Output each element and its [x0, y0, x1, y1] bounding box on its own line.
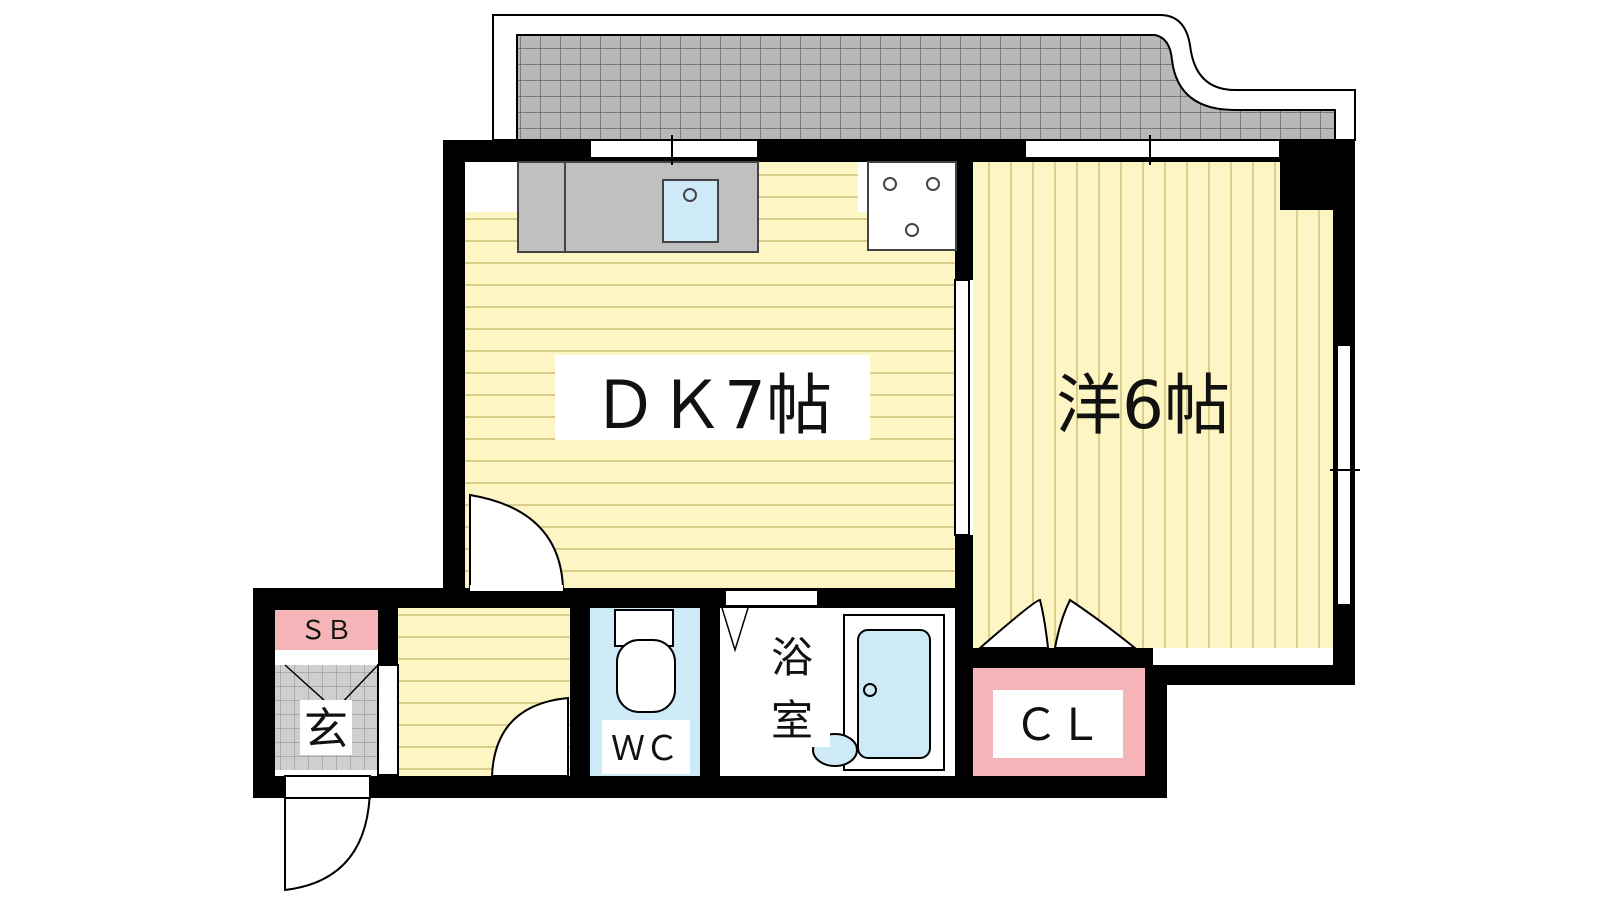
- wc-room: [590, 608, 700, 776]
- western-window-side: [1336, 344, 1352, 606]
- dk-label: ＤＫ7帖: [592, 367, 832, 444]
- shoe-box-label: ＳＢ: [300, 616, 352, 646]
- hallway: [398, 493, 570, 777]
- balcony: [492, 14, 1356, 141]
- dk-window: [589, 139, 759, 159]
- dk-sliding-door: [954, 279, 970, 536]
- closet-label: ＣＬ: [1014, 700, 1102, 751]
- entrance-door: [284, 784, 371, 892]
- closet-room: [973, 668, 1145, 776]
- western-room: [973, 135, 1360, 649]
- closet-door-left: [977, 598, 1050, 649]
- sink-icon: [662, 179, 719, 243]
- closet-door-right: [1053, 598, 1138, 649]
- toilet-bowl-icon: [616, 639, 676, 713]
- western-label: 洋6帖: [1056, 367, 1230, 444]
- entrance-area: [275, 610, 399, 892]
- kitchen-counter: [517, 161, 759, 253]
- bath-label-line2: 室: [771, 696, 813, 745]
- entrance-label: 玄: [304, 704, 348, 755]
- bath-label-line1: 浴: [771, 633, 813, 682]
- shoe-box: [275, 610, 378, 650]
- room-labels: ＤＫ7帖 洋6帖 浴 室 ＷＣ ＣＬ ＳＢ 玄: [300, 355, 1230, 769]
- hall-door: [490, 696, 569, 777]
- dk-label-bg: [555, 355, 870, 440]
- dk-room: [465, 135, 970, 588]
- wc-label: ＷＣ: [611, 729, 679, 769]
- western-window-top: [1024, 139, 1281, 159]
